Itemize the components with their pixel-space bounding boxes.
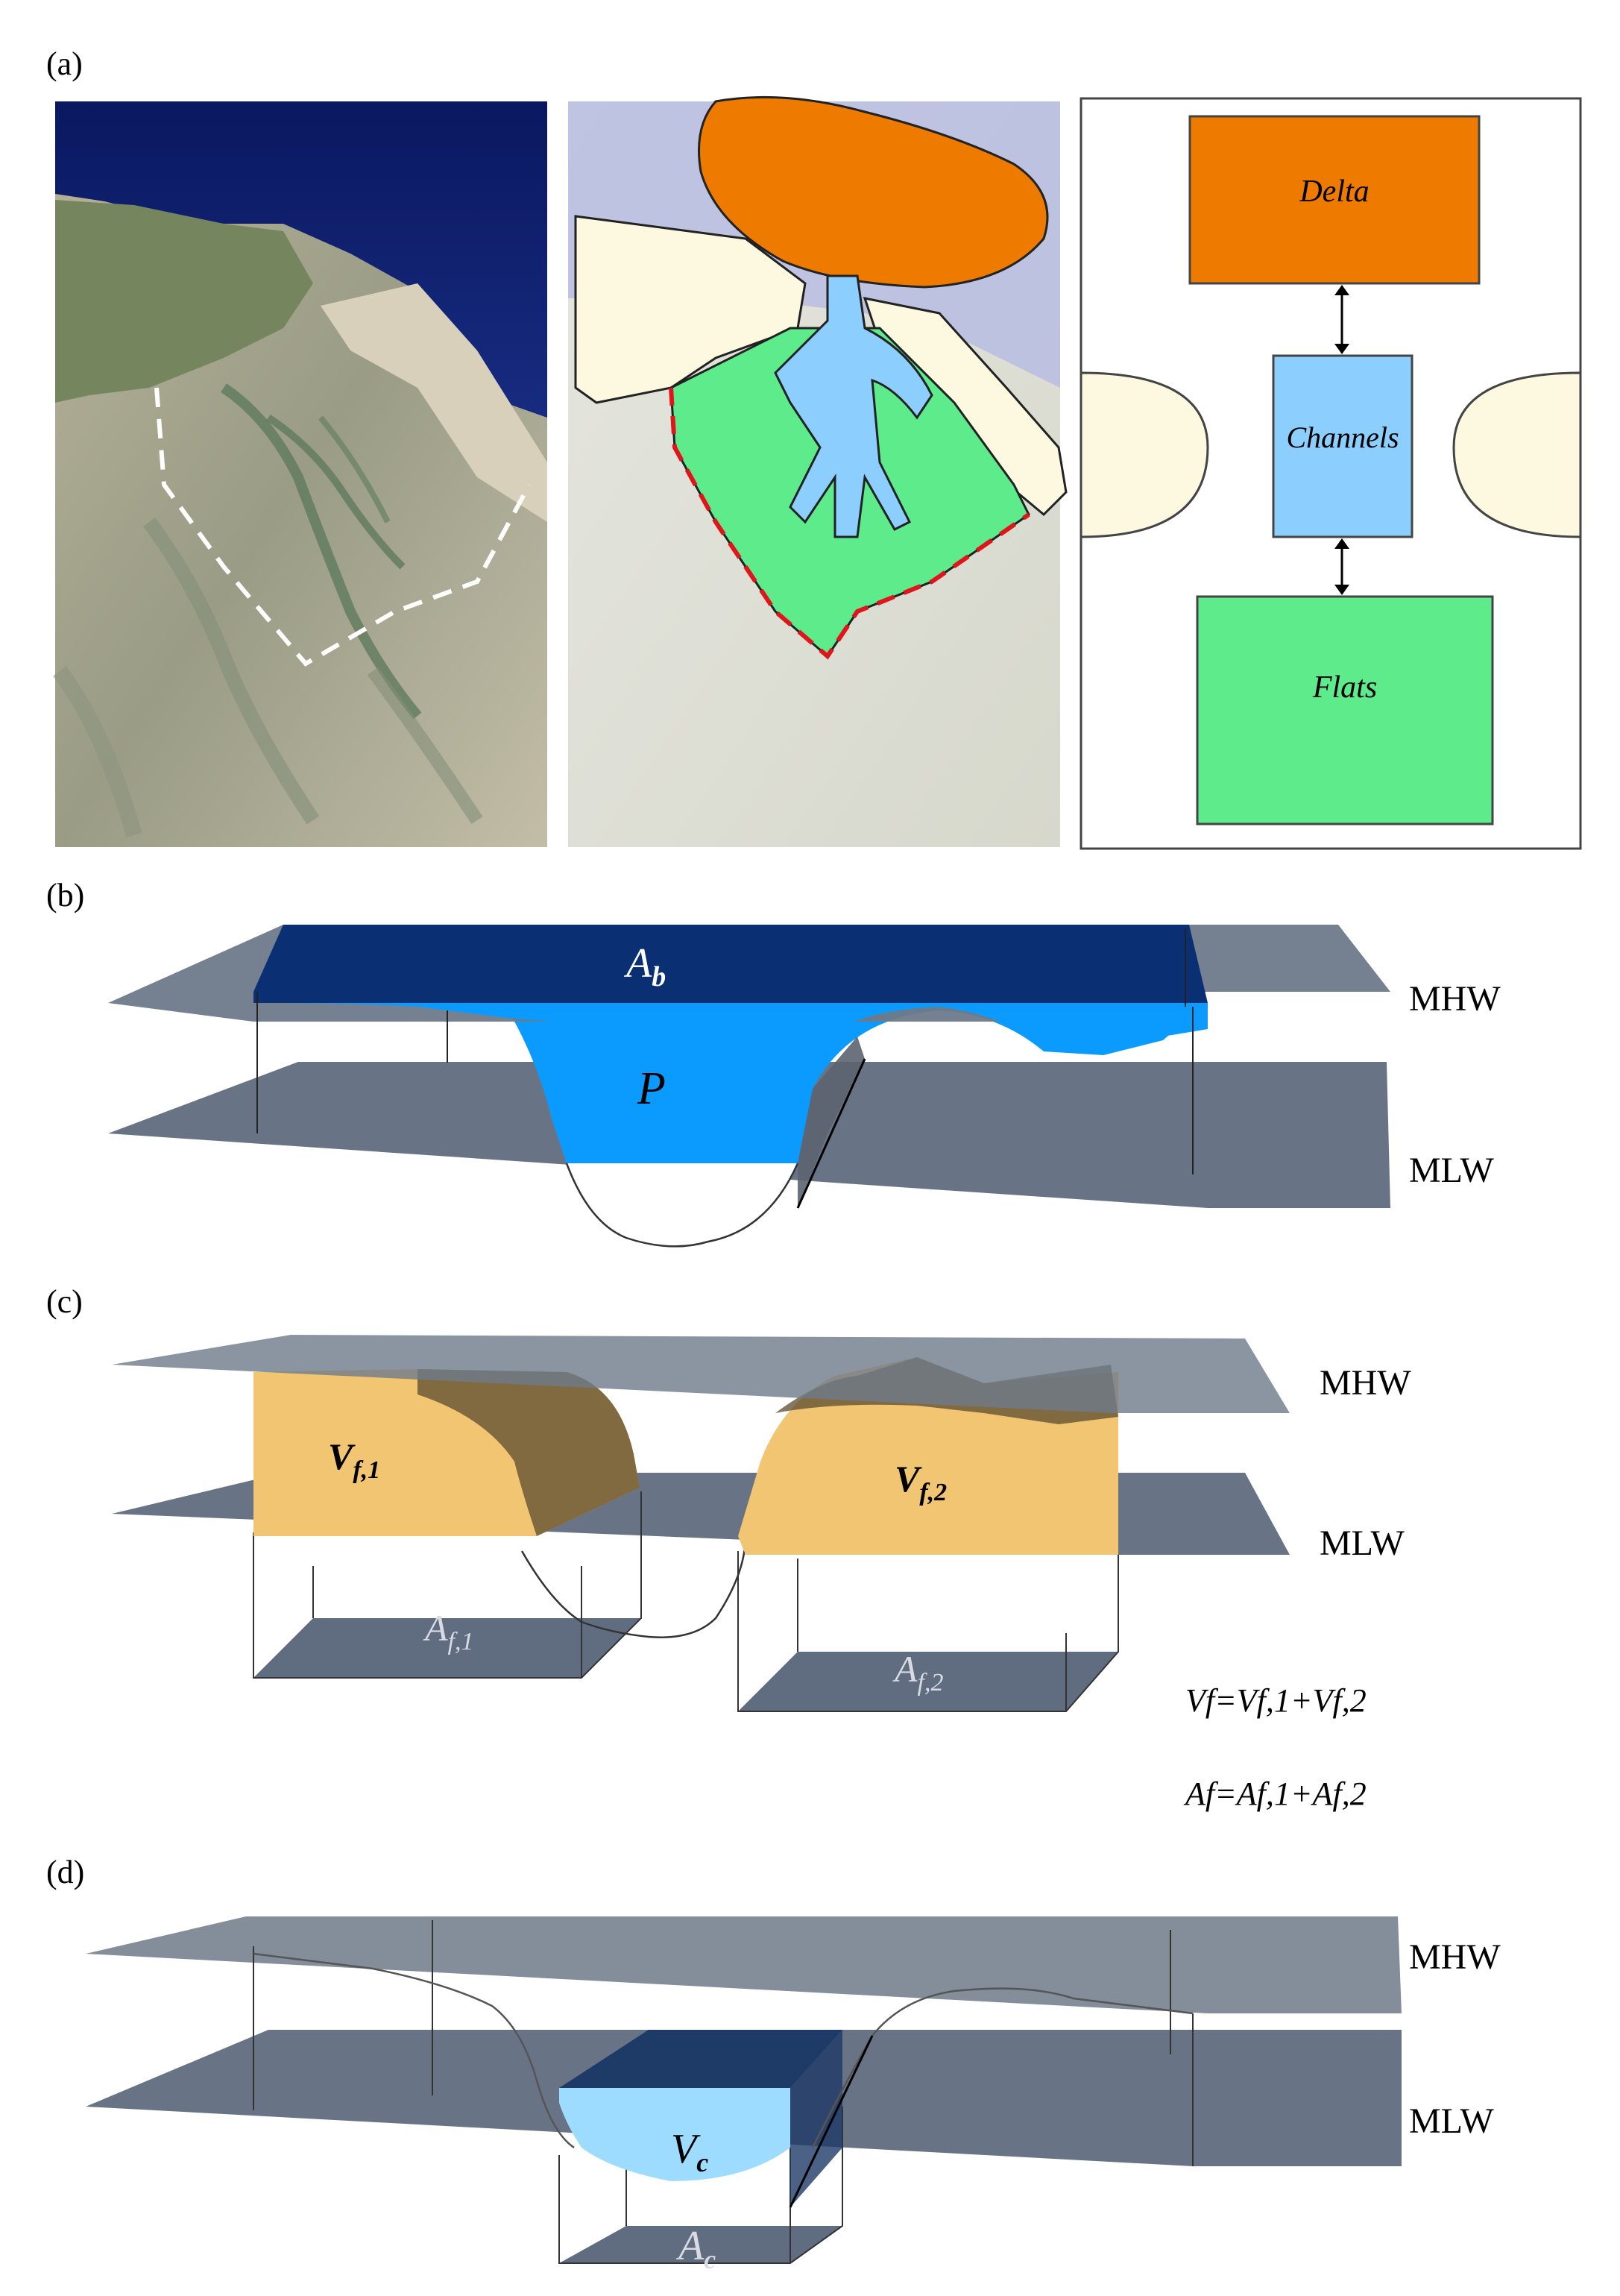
mlw-label-c: MLW [1320,1523,1405,1563]
mhw-label-c: MHW [1320,1363,1411,1403]
panel-c-diagram: Vf,1 Vf,2 Af,1 Af,2 [112,1335,1290,1712]
channels-box [1272,354,1413,538]
panel-c-label: (c) [46,1283,83,1320]
channel-volume-Vc [559,2088,790,2181]
channel-top [559,2030,842,2088]
mhw-label-d: MHW [1409,1937,1501,1977]
panel-d-diagram: Vc Ac [86,1916,1402,2274]
equation-vf: Vf=Vf,1+Vf,2 [1185,1682,1367,1719]
Af1-label: Af,1 [423,1607,474,1655]
delta-label: Delta [1299,174,1369,209]
panel-b-label: (b) [46,877,84,913]
mhw-plane-d [86,1916,1402,2013]
channels-label: Channels [1286,421,1399,454]
flat-area-Af2 [738,1652,1118,1711]
flats-label: Flats [1312,670,1377,705]
mlw-label-b: MLW [1409,1151,1494,1190]
schematic-diagram: Delta Channels Flats [1080,97,1582,850]
tidal-prism-P [257,992,1193,1163]
mhw-plane-c [112,1335,1290,1413]
panel-d-label: (d) [46,1854,84,1890]
basin-area-Ab [253,925,1208,1003]
channels-region [774,274,933,538]
equation-af: Af=Af,1+Af,2 [1183,1776,1367,1812]
channel-area-Ac [559,2226,842,2263]
mhw-label-b: MHW [1409,979,1501,1019]
island-right-shape [1452,371,1582,538]
delta-region [698,95,1049,289]
mlw-label-d: MLW [1409,2101,1494,2141]
panel-a-label: (a) [46,45,83,82]
island-left-region [574,215,807,404]
island-left-shape [1080,371,1209,538]
panel-b-diagram: Ab P [108,925,1390,1248]
satellite-image [53,101,547,847]
flats-box [1196,595,1494,825]
flat-area-Af1 [253,1618,641,1678]
P-label: P [637,1063,666,1114]
annotated-map [568,95,1068,847]
delta-box [1188,115,1481,285]
